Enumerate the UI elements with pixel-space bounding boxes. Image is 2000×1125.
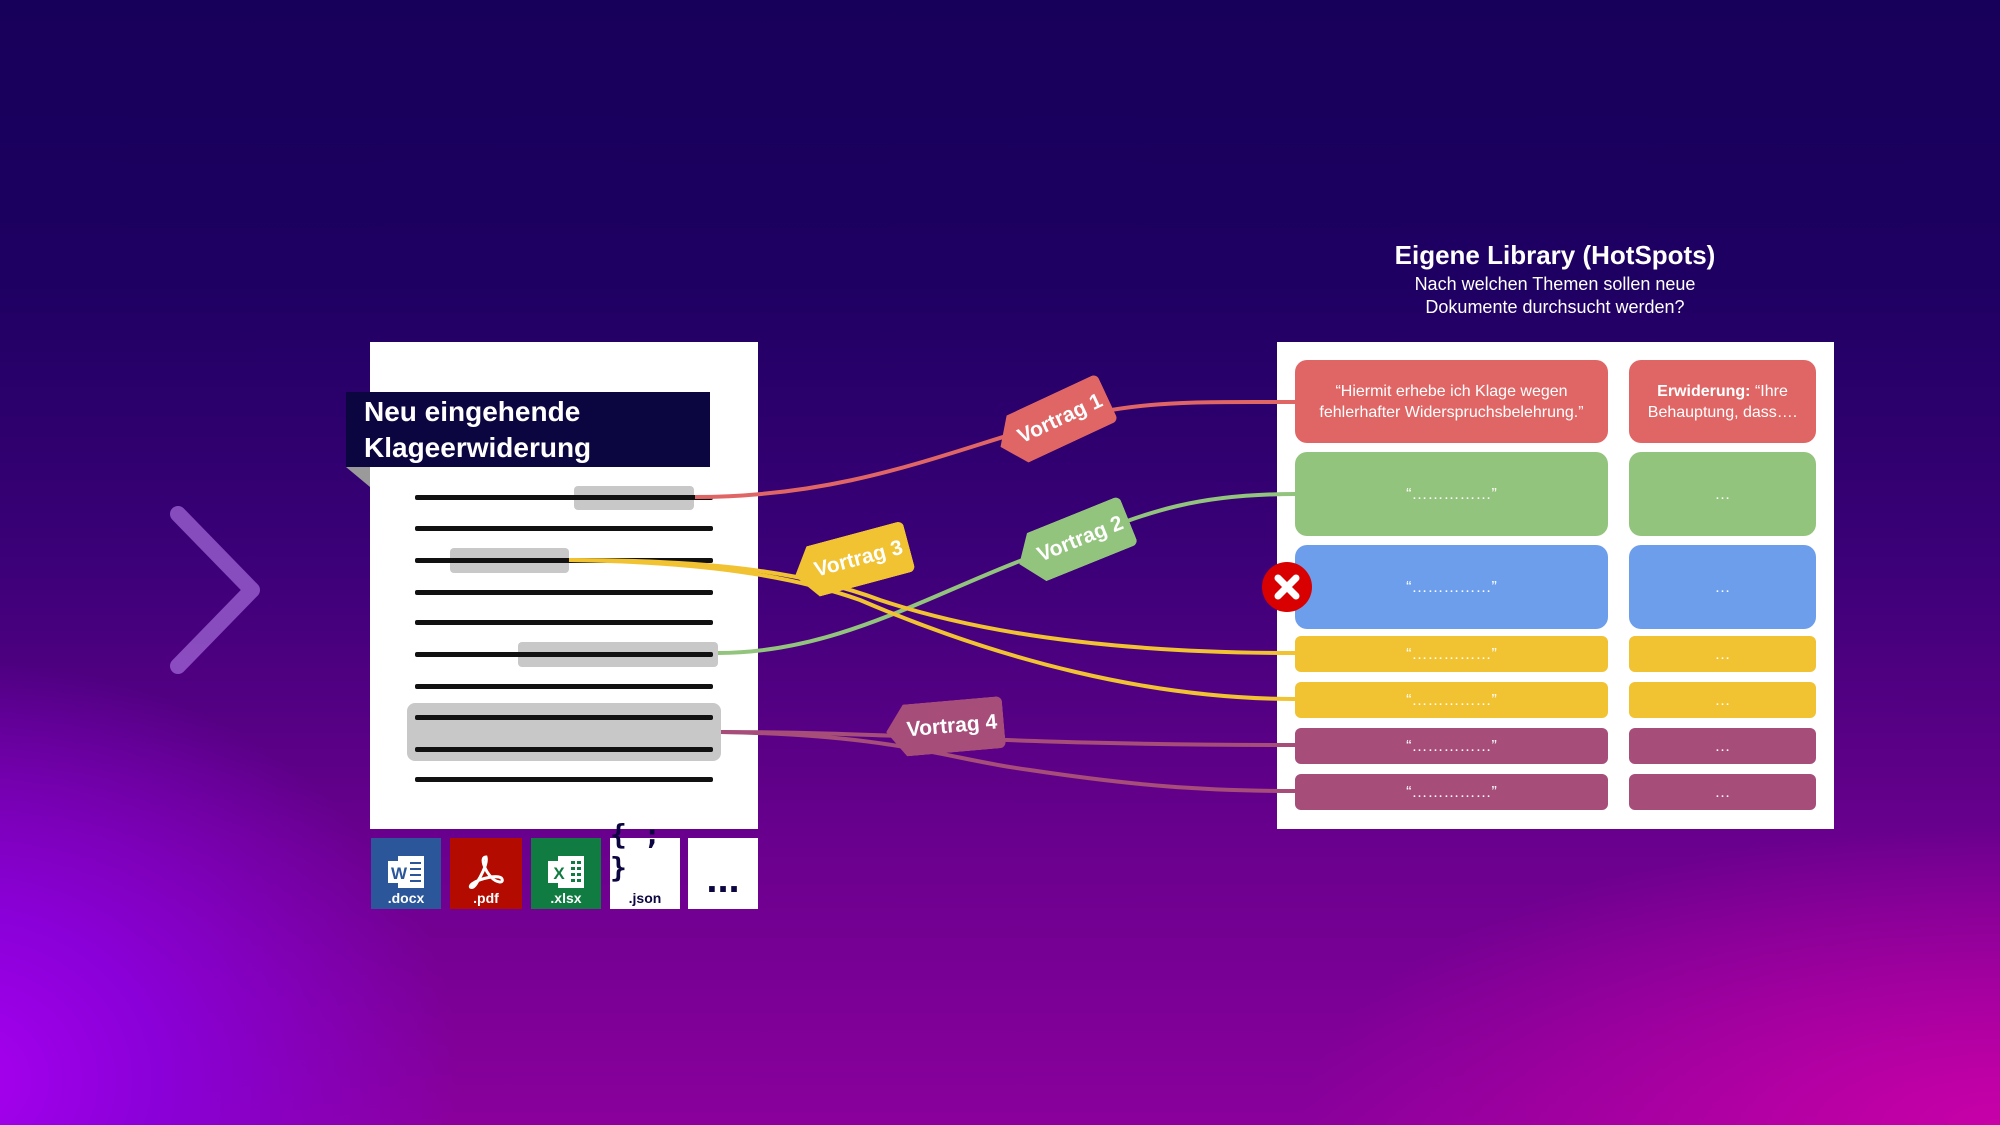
docx-icon: W .docx — [371, 838, 441, 909]
ellipsis-label: ... — [706, 856, 740, 901]
tag-vortrag-1[interactable]: Vortrag 1 — [990, 374, 1119, 471]
hotspot-quote[interactable]: “……………” — [1295, 636, 1608, 672]
hotspot-reply[interactable]: … — [1629, 728, 1816, 764]
hotspot-quote[interactable]: “……………” — [1295, 682, 1608, 718]
acrobat-icon — [468, 855, 504, 889]
text-line — [415, 652, 713, 657]
library-subtitle-2: Dokumente durchsucht werden? — [1425, 297, 1685, 317]
hotspot-reply[interactable]: … — [1629, 636, 1816, 672]
svg-text:W: W — [391, 864, 408, 883]
tag-vortrag-2[interactable]: Vortrag 2 — [1010, 496, 1139, 588]
text-line — [415, 620, 713, 625]
xlsx-label: .xlsx — [550, 890, 582, 906]
connector-vortrag-1 — [694, 399, 1296, 499]
tag-vortrag-4[interactable]: Vortrag 4 — [884, 696, 1006, 758]
hotspot-reply[interactable]: … — [1629, 682, 1816, 718]
text-line — [415, 590, 713, 595]
title-line-2: Klageerwiderung — [364, 432, 592, 463]
hotspot-quote[interactable]: “……………” — [1295, 774, 1608, 810]
reply-text: Erwiderung: “Ihre Behauptung, dass…. — [1647, 381, 1798, 423]
hotspot-quote[interactable]: “Hiermit erhebe ich Klage wegen fehlerha… — [1295, 360, 1608, 443]
word-icon: W — [388, 856, 424, 888]
more-formats-icon: ... — [688, 838, 758, 909]
quote-text: “Hiermit erhebe ich Klage wegen fehlerha… — [1319, 382, 1584, 421]
reply-content: “Ihre Behauptung, dass…. — [1647, 382, 1798, 421]
connector-vortrag-4b — [720, 730, 1296, 793]
highlight-4 — [407, 703, 721, 761]
chevron-right-icon[interactable] — [160, 500, 270, 680]
text-line — [415, 777, 713, 782]
hotspot-reply[interactable]: … — [1629, 545, 1816, 629]
text-line — [415, 747, 713, 752]
pdf-icon: .pdf — [450, 838, 522, 909]
hotspot-reply[interactable]: … — [1629, 774, 1816, 810]
title-line-1: Neu eingehende — [364, 396, 581, 427]
json-label: .json — [628, 890, 662, 906]
docx-label: .docx — [387, 890, 425, 906]
svg-text:X: X — [553, 864, 565, 883]
text-line — [415, 684, 713, 689]
braces-icon: { ; } — [610, 818, 661, 884]
connector-vortrag-4a — [720, 730, 1296, 747]
xlsx-icon: X .xlsx — [531, 838, 601, 909]
hotspot-reply[interactable]: … — [1629, 452, 1816, 536]
pdf-label: .pdf — [473, 890, 499, 906]
library-subtitle-1: Nach welchen Themen sollen neue — [1414, 274, 1696, 294]
title-fold — [346, 467, 370, 487]
excel-icon: X — [548, 856, 584, 888]
text-line — [415, 558, 713, 563]
library-title: Eigene Library (HotSpots) — [1394, 240, 1716, 270]
hotspot-reply[interactable]: Erwiderung: “Ihre Behauptung, dass…. — [1629, 360, 1816, 443]
text-line — [415, 526, 713, 531]
json-icon: { ; } .json — [610, 818, 680, 909]
text-line — [415, 495, 713, 500]
hotspot-quote[interactable]: “……………” — [1295, 545, 1608, 629]
remove-icon[interactable] — [1261, 561, 1313, 613]
tag-vortrag-3[interactable]: Vortrag 3 — [788, 521, 915, 602]
text-line — [415, 715, 713, 720]
reply-label: Erwiderung: — [1657, 382, 1751, 400]
hotspot-quote[interactable]: “……………” — [1295, 452, 1608, 536]
hotspot-quote[interactable]: “……………” — [1295, 728, 1608, 764]
